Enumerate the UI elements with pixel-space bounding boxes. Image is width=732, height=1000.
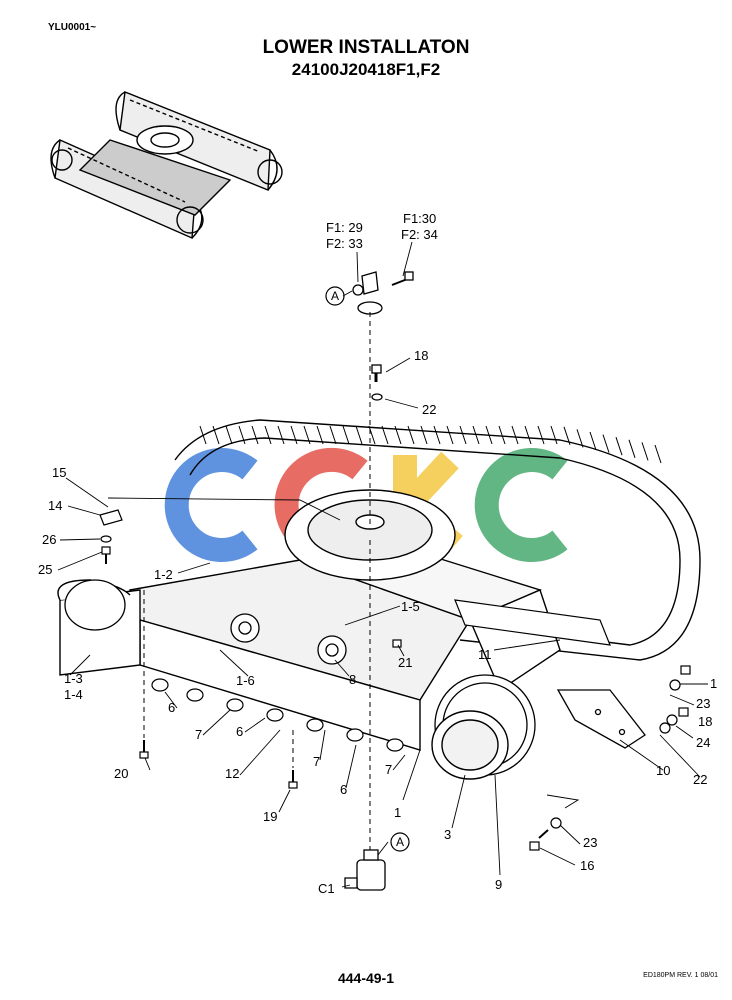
callout-20: 20 [114,766,129,781]
callout-1-right: 1 [710,676,718,691]
reference-a-bottom-label: A [396,835,405,849]
callout-18-top: 18 [414,348,429,363]
center-joint [344,849,386,891]
watermark-letter-c [474,448,568,562]
callout-8: 8 [349,672,357,687]
callout-1-6: 1-6 [236,673,255,688]
callout-7-c: 7 [385,762,393,777]
callout-21: 21 [398,655,413,670]
document-reference: ED180PM REV. 1 08/01 [643,972,718,979]
travel-motor [431,710,509,780]
callout-12: 12 [225,766,240,781]
lower-rollers [151,678,404,752]
upper-rollers [230,613,347,665]
callout-18-right: 18 [698,714,713,729]
callout-6-b: 6 [236,724,244,739]
callout-7-a: 7 [195,727,203,742]
fasteners [99,509,691,851]
callout-9: 9 [495,877,503,892]
callout-22-right: 22 [693,772,708,787]
reference-a-top-label: A [331,289,340,303]
callout-1-3: 1-3 [64,671,83,686]
callout-f2-33: F2: 33 [326,236,363,251]
callout-1-4: 1-4 [64,687,83,702]
callout-3: 3 [444,827,452,842]
leader-lines [57,241,708,888]
assembly-axis [143,312,371,850]
callout-1-2: 1-2 [154,567,173,582]
callout-16: 16 [580,858,595,873]
front-idler [64,579,126,631]
callout-6-c: 6 [340,782,348,797]
callout-19: 19 [263,809,278,824]
page-title: LOWER INSTALLATON [262,37,470,58]
watermark-letter-c [164,448,258,562]
page-number: 444-49-1 [337,970,395,986]
callout-11: 11 [478,647,492,662]
callout-25: 25 [38,562,53,577]
callout-f2-34: F2: 34 [401,227,438,242]
reference-marker-a-top [325,286,345,306]
callout-24: 24 [696,735,711,750]
callout-26: 26 [42,532,57,547]
track-guard-rear [454,599,611,646]
callout-f1-30: F1:30 [403,211,437,226]
callout-15: 15 [52,465,67,480]
part-number: 24100J20418F1,F2 [291,60,441,79]
callout-7-b: 7 [313,754,321,769]
track-chain-rear [174,419,701,661]
callout-10: 10 [656,763,671,778]
callout-14: 14 [48,498,63,513]
callout-23-right: 23 [696,696,711,711]
track-guard [556,689,646,749]
callout-22-top: 22 [422,402,437,417]
callout-1-5: 1-5 [401,599,420,614]
callout-f1-29: F1: 29 [326,220,363,235]
serial-range: YLU0001~ [48,22,97,33]
reference-marker-a-bottom [390,832,410,852]
callout-c1: C1 [318,881,335,896]
callout-23-bottom: 23 [583,835,598,850]
callout-1-bottom: 1 [394,805,402,820]
overview-undercarriage [50,91,283,240]
callout-6-a: 6 [168,700,176,715]
cover-plate [352,271,414,401]
